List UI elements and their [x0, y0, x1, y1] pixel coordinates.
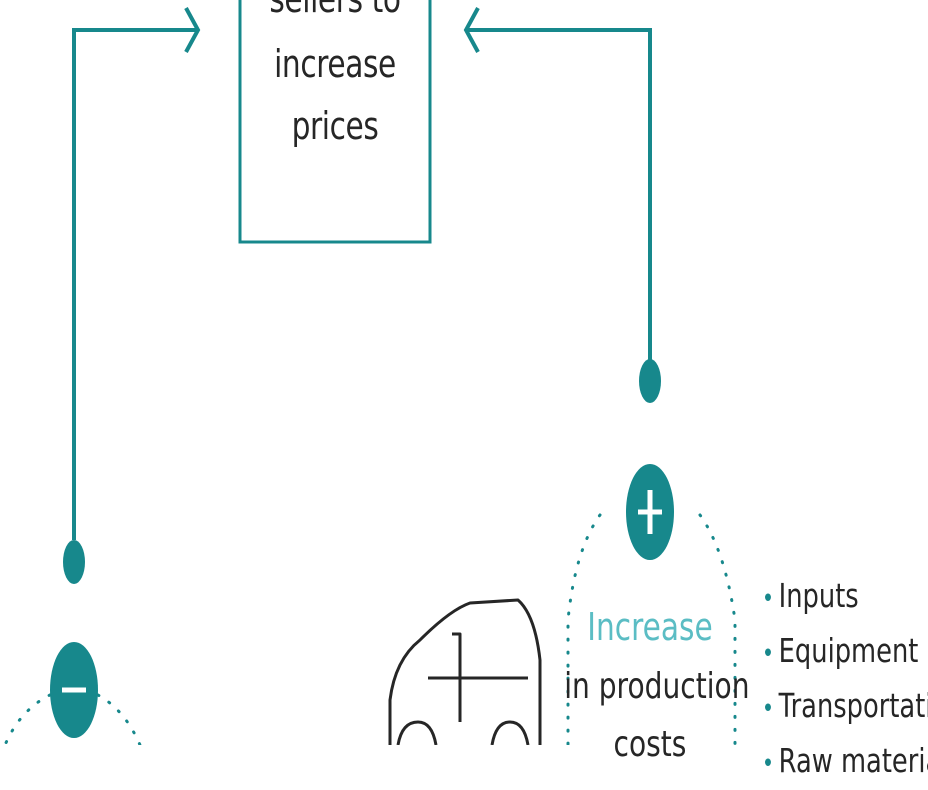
bullet-icon: •: [762, 694, 774, 724]
bullet-icon: •: [762, 584, 774, 614]
right-connector: [463, 7, 652, 360]
cost-items-list: •Inputs •Equipment •Transportation •Raw …: [762, 570, 928, 790]
bullet-icon: •: [762, 639, 774, 669]
dotted-arc-right-right: [698, 513, 737, 745]
minus-icon: [50, 642, 98, 738]
bullet-icon: •: [762, 749, 774, 779]
list-item: •Transportation: [762, 680, 928, 735]
cost-item-label: Inputs: [778, 576, 859, 615]
plus-icon: [626, 464, 674, 560]
dotted-arc-left-left: [3, 693, 52, 745]
diagram-canvas: [3, 0, 737, 745]
arrowhead-right-icon: [184, 7, 201, 53]
dotted-arc-left-right: [96, 693, 142, 745]
cost-item-label: Equipment: [778, 631, 919, 670]
box-line-1: sellers to: [261, 0, 409, 30]
left-connector: [72, 7, 201, 540]
price-box: [238, 0, 432, 244]
car-icon: [388, 598, 542, 745]
box-line-3: prices: [291, 104, 379, 148]
list-item: •Inputs: [762, 570, 928, 625]
production-costs-headline: Increase: [587, 605, 713, 649]
list-item: •Raw materials: [762, 735, 928, 790]
right-connector-dot: [639, 359, 661, 403]
dotted-arc-right-left: [566, 513, 602, 745]
cost-item-label: Transportation: [778, 686, 928, 725]
cost-item-label: Raw materials: [778, 741, 928, 780]
left-connector-dot: [63, 540, 85, 584]
arrowhead-left-icon: [463, 7, 480, 53]
list-item: •Equipment: [762, 625, 928, 680]
box-line-2: increase: [274, 42, 396, 86]
production-costs-line2: in production: [564, 666, 750, 707]
